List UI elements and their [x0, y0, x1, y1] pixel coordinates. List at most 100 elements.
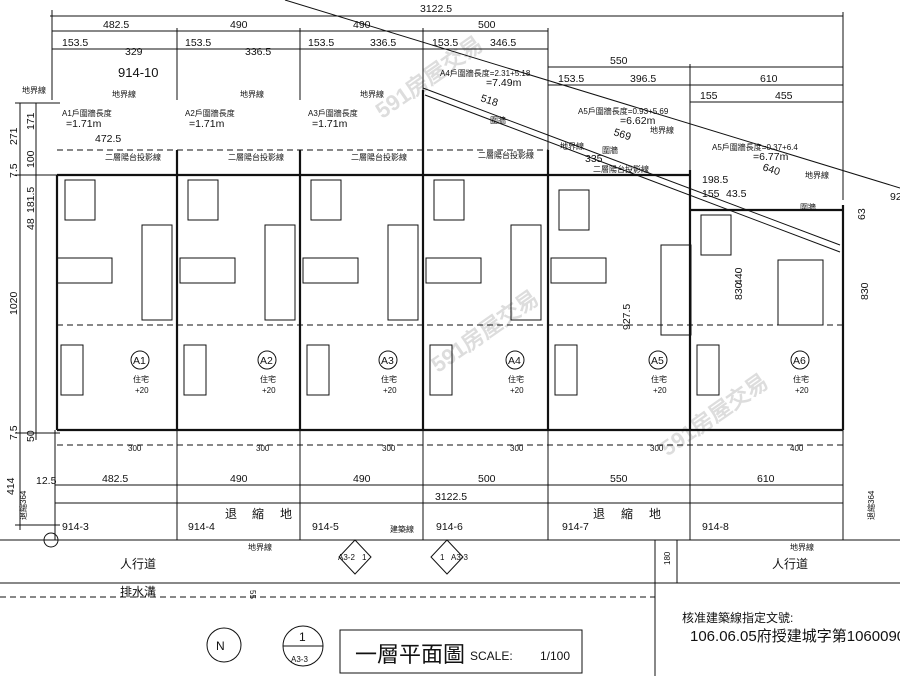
boundary-label: 地界線 — [805, 170, 829, 180]
unit-A4: A4 住宅 +20 — [425, 179, 542, 396]
dim: 300 — [650, 444, 664, 453]
balcony-label: 二層陽台投影線 — [228, 152, 284, 162]
dim: 92 — [890, 191, 900, 203]
north-label: N — [216, 639, 225, 653]
unit-use: 住宅 — [133, 374, 149, 384]
dim: 455 — [775, 90, 793, 102]
dim: 610 — [757, 473, 775, 485]
unit-level: +20 — [262, 386, 276, 395]
dim: 271 — [8, 127, 20, 145]
unit-A6: A6 住宅 +20 — [696, 214, 824, 396]
unit-A2: A2 住宅 +20 — [179, 179, 296, 396]
unit-level: +20 — [135, 386, 149, 395]
dim: 927.5 — [621, 304, 633, 330]
dim: 63 — [856, 208, 868, 220]
unit-id: A2 — [260, 355, 273, 367]
wall-label: 圍牆 — [602, 145, 618, 155]
balcony-label: 二層陽台投影線 — [351, 152, 407, 162]
unit-use: 住宅 — [793, 374, 809, 384]
dim: 181.5 — [25, 187, 37, 213]
lot-number: 914-3 — [62, 521, 89, 533]
dim: 336.5 — [245, 46, 271, 58]
building-line-label: 建築線 — [390, 524, 414, 534]
dim: 退縮364 — [866, 490, 876, 520]
approval-number: 106.06.05府授建城字第1060090 — [690, 627, 900, 645]
dim: 100 — [25, 150, 37, 168]
unit-id: A3 — [381, 355, 394, 367]
wall-note-value: =1.71m — [66, 118, 102, 130]
dim: 退縮364 — [18, 490, 28, 520]
dim: 346.5 — [490, 37, 516, 49]
bottom-dimensions: 300 300 300 300 300 400 482.5 490 490 50… — [0, 430, 900, 676]
boundary-label: 地界線 — [790, 542, 814, 552]
dim: 153.5 — [308, 37, 334, 49]
unit-A5: A5 住宅 +20 — [550, 189, 692, 396]
boundary-label: 地界線 — [240, 89, 264, 99]
dim: 482.5 — [102, 473, 128, 485]
scale-value: 1/100 — [540, 649, 570, 663]
dim: 155 — [702, 188, 720, 200]
setback-label: 地 — [280, 507, 292, 521]
lot-number: 914-5 — [312, 521, 339, 533]
dim: 472.5 — [95, 133, 121, 145]
section-num: 1 — [362, 553, 367, 562]
sidewalk-label: 人行道 — [772, 557, 808, 571]
north-arrow-icon — [206, 627, 242, 663]
wall-line-sloped-inner — [424, 94, 841, 253]
dim: 329 — [125, 46, 143, 58]
lot-number: 914-4 — [188, 521, 215, 533]
unit-use: 住宅 — [508, 374, 524, 384]
dim: 400 — [790, 444, 804, 453]
dim: 610 — [760, 73, 778, 85]
dim: 490 — [230, 19, 248, 31]
dim: 440 — [733, 267, 745, 285]
marker-sheet: A3-3 — [291, 655, 308, 664]
dim: 300 — [382, 444, 396, 453]
approval-label: 核准建築線指定文號: — [682, 610, 793, 625]
dim: 153.5 — [62, 37, 88, 49]
dim: 336.5 — [370, 37, 396, 49]
scale-label: SCALE: — [470, 649, 513, 663]
dim: 1020 — [8, 291, 20, 315]
unit-A3: A3 住宅 +20 — [302, 179, 419, 396]
wall-label: 圍牆 — [800, 202, 816, 212]
lot-number: 914-6 — [436, 521, 463, 533]
unit-A1: A1 住宅 +20 — [56, 179, 173, 396]
left-dimensions: 271 171 100 7.5 181.5 48 1020 7.5 50 414… — [5, 102, 876, 530]
setback-label: 縮 — [621, 506, 633, 521]
dim: 48 — [25, 218, 37, 230]
dim-total: 3122.5 — [420, 3, 452, 15]
dim: 7.5 — [8, 163, 20, 178]
setback-label: 地 — [649, 507, 661, 521]
boundary-label: 地界線 — [112, 89, 136, 99]
boundary-label: 地界線 — [560, 141, 584, 151]
dim: 300 — [128, 444, 142, 453]
title-block: N 1 A3-3 一層平面圖 SCALE: 1/100 — [206, 625, 583, 674]
watermark: 591房屋交易 — [656, 369, 773, 461]
boundary-label: 地界線 — [22, 85, 46, 95]
unit-use: 住宅 — [651, 374, 667, 384]
building — [55, 90, 845, 446]
setback-label: 縮 — [252, 506, 264, 521]
watermark: 591房屋交易 — [427, 285, 544, 377]
dim: 198.5 — [702, 174, 728, 186]
dim: 490 — [353, 19, 371, 31]
wall-note-value: =1.71m — [312, 118, 348, 130]
dim: 640 — [761, 161, 782, 178]
dim: 153.5 — [432, 37, 458, 49]
dim: 300 — [510, 444, 524, 453]
dim: 50 — [25, 430, 37, 442]
dim: 518 — [479, 92, 500, 109]
drain-label: 排水溝 — [120, 585, 156, 599]
section-sheet: A3-2 — [338, 553, 355, 562]
lot-number: 914-10 — [118, 65, 158, 80]
setback-label: 退 — [225, 507, 237, 521]
wall-label: 圍牆 — [490, 115, 506, 125]
balcony-label: 二層陽台投影線 — [105, 152, 161, 162]
dim: 482.5 — [103, 19, 129, 31]
wall-note: A1戶圍牆長度 — [62, 108, 112, 118]
unit-use: 住宅 — [381, 374, 397, 384]
unit-level: +20 — [653, 386, 667, 395]
boundary-label: 地界線 — [360, 89, 384, 99]
unit-level: +20 — [510, 386, 524, 395]
